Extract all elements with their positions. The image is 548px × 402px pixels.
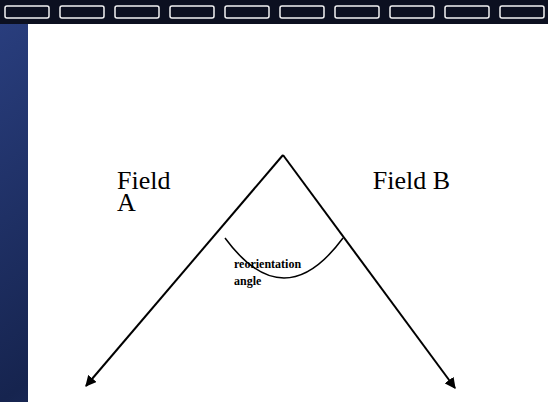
- angle-label: reorientation angle: [234, 256, 314, 290]
- white-panel: [28, 24, 548, 402]
- film-holes: [5, 6, 544, 18]
- field-label: Field B: [370, 170, 450, 192]
- film-strip: [0, 0, 548, 24]
- field-label: Field A: [117, 170, 179, 214]
